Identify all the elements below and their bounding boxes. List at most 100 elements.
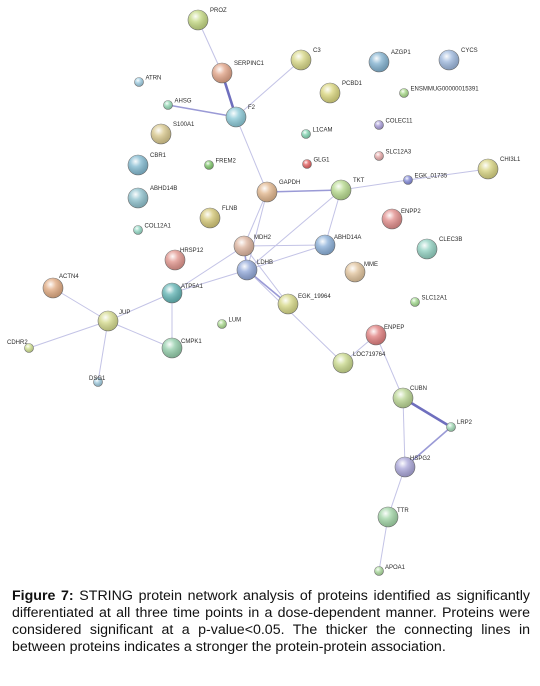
node-ahsg[interactable]: AHSG <box>163 99 192 110</box>
node-slc12a1[interactable]: SLC12A1 <box>410 296 448 307</box>
node-label: CLEC3B <box>439 237 462 243</box>
node-label: ENPP2 <box>401 209 421 215</box>
node-glg1[interactable]: GLG1 <box>302 158 331 169</box>
node-label: TKT <box>353 178 365 184</box>
node-s100a1[interactable]: S100A1 <box>150 122 195 145</box>
node-highlight <box>162 283 182 303</box>
node-egk_19964[interactable]: EGK_19964 <box>277 293 331 315</box>
node-highlight <box>315 235 335 255</box>
node-label: ABHD14B <box>150 186 177 192</box>
node-highlight <box>204 160 214 170</box>
node-highlight <box>200 208 220 228</box>
edge-gapdh-ldhb <box>246 191 268 271</box>
node-enpp2[interactable]: ENPP2 <box>381 208 421 230</box>
node-label: HRSP12 <box>180 248 204 254</box>
node-frem2[interactable]: FREM2 <box>204 159 237 170</box>
edge-tkt-egk_01735 <box>340 179 409 191</box>
node-actn4[interactable]: ACTN4 <box>42 274 79 299</box>
node-highlight <box>151 124 171 144</box>
node-highlight <box>302 159 312 169</box>
node-highlight <box>278 294 298 314</box>
figure-caption-text: STRING protein network analysis of prote… <box>12 588 530 655</box>
node-highlight <box>478 159 498 179</box>
node-cubn[interactable]: CUBN <box>392 386 427 409</box>
node-cdhr2[interactable]: CDHR2 <box>7 340 34 353</box>
node-gapdh[interactable]: GAPDH <box>256 180 300 203</box>
node-label: ACTN4 <box>59 274 79 280</box>
node-clec3b[interactable]: CLEC3B <box>416 237 462 260</box>
node-highlight <box>237 260 257 280</box>
node-highlight <box>133 225 143 235</box>
node-highlight <box>374 151 384 161</box>
node-atrn[interactable]: ATRN <box>134 76 162 87</box>
node-serpinc1[interactable]: SERPINC1 <box>211 61 265 84</box>
node-dsg1[interactable]: DSG1 <box>89 376 106 387</box>
node-lrp2[interactable]: LRP2 <box>446 420 473 432</box>
node-cbr1[interactable]: CBR1 <box>127 153 167 176</box>
node-abhd14a[interactable]: ABHD14A <box>314 234 361 256</box>
node-col12a1[interactable]: COL12A1 <box>133 224 172 235</box>
node-highlight <box>134 77 144 87</box>
node-lum[interactable]: LUM <box>217 318 242 329</box>
node-mdh2[interactable]: MDH2 <box>233 235 272 257</box>
node-highlight <box>257 182 277 202</box>
node-highlight <box>382 209 402 229</box>
node-proz[interactable]: PROZ <box>187 8 227 31</box>
node-highlight <box>417 239 437 259</box>
edge-ldhb-loc719764 <box>246 269 344 364</box>
node-highlight <box>93 377 103 387</box>
node-highlight <box>378 507 398 527</box>
node-label: DSG1 <box>89 376 106 382</box>
node-l1cam[interactable]: L1CAM <box>301 128 333 139</box>
node-highlight <box>403 175 413 185</box>
node-chi3l1[interactable]: CHI3L1 <box>477 157 521 180</box>
node-label: PROZ <box>210 8 227 14</box>
node-highlight <box>410 297 420 307</box>
node-label: ENPEP <box>384 325 404 331</box>
node-label: SLC12A3 <box>386 150 412 156</box>
node-enpep[interactable]: ENPEP <box>365 324 404 346</box>
node-label: LRP2 <box>457 420 473 426</box>
node-flnb[interactable]: FLNB <box>199 206 237 229</box>
node-label: SLC12A1 <box>422 296 448 302</box>
edge-cubn-hspg2 <box>402 397 406 468</box>
node-highlight <box>345 262 365 282</box>
node-hspg2[interactable]: HSPG2 <box>394 456 431 478</box>
node-highlight <box>165 250 185 270</box>
node-ensmmug[interactable]: ENSMMUG00000015391 <box>399 87 480 98</box>
node-highlight <box>331 180 351 200</box>
node-mme[interactable]: MME <box>344 261 378 283</box>
node-c3[interactable]: C3 <box>290 48 321 71</box>
node-label: L1CAM <box>313 128 333 134</box>
node-loc719764[interactable]: LOC719764 <box>332 352 386 374</box>
node-highlight <box>188 10 208 30</box>
node-apoa1[interactable]: APOA1 <box>374 565 406 576</box>
node-abhd14b[interactable]: ABHD14B <box>127 186 177 209</box>
node-highlight <box>333 353 353 373</box>
figure-caption: Figure 7: STRING protein network analysi… <box>12 588 530 656</box>
node-colec11[interactable]: COLEC11 <box>374 119 414 130</box>
node-cycs[interactable]: CYCS <box>438 48 478 71</box>
node-ttr[interactable]: TTR <box>377 506 409 528</box>
node-azgp1[interactable]: AZGP1 <box>368 50 411 73</box>
node-label: GAPDH <box>279 180 300 186</box>
node-cmpk1[interactable]: CMPK1 <box>161 337 202 359</box>
node-ldhb[interactable]: LDHB <box>236 259 273 281</box>
node-highlight <box>301 129 311 139</box>
node-jup[interactable]: JUP <box>97 310 130 332</box>
node-tkt[interactable]: TKT <box>330 178 365 201</box>
node-highlight <box>212 63 232 83</box>
node-label: JUP <box>119 310 130 316</box>
node-highlight <box>399 88 409 98</box>
node-atp5a1[interactable]: ATP5A1 <box>161 282 204 304</box>
node-pcbd1[interactable]: PCBD1 <box>319 81 363 104</box>
node-highlight <box>98 311 118 331</box>
node-highlight <box>320 83 340 103</box>
node-hrsp12[interactable]: HRSP12 <box>164 248 204 271</box>
node-slc12a3[interactable]: SLC12A3 <box>374 150 412 161</box>
node-egk_01735[interactable]: EGK_01735 <box>403 174 448 185</box>
node-f2[interactable]: F2 <box>225 105 256 128</box>
node-label: C3 <box>313 48 321 54</box>
node-label: PCBD1 <box>342 81 363 87</box>
edge-enpep-cubn <box>375 334 404 399</box>
